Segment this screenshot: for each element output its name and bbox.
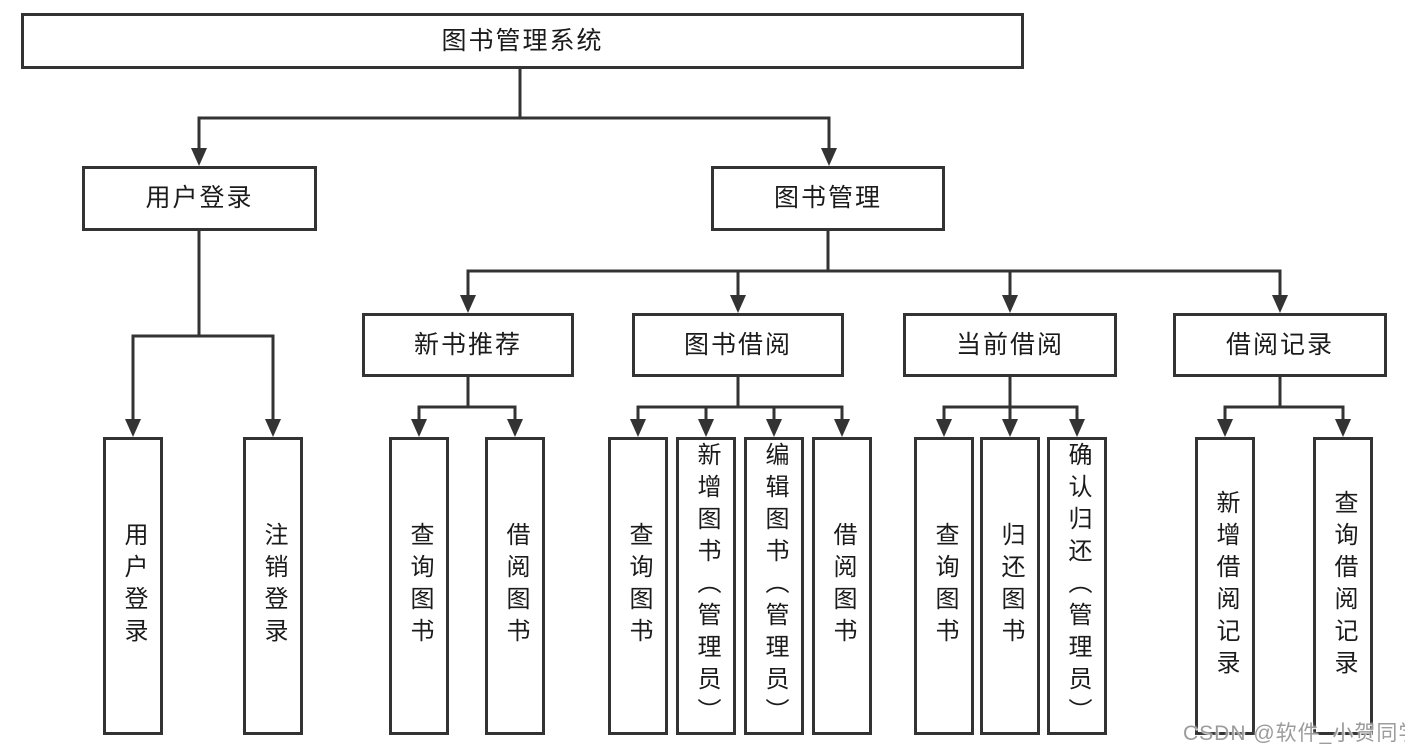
node-leaf-user-login: 用户登录 bbox=[103, 437, 163, 735]
node-leaf-edit-book-admin: 编辑图书（管理员） bbox=[744, 437, 804, 735]
node-leaf-confirm-return-admin: 确认归还（管理员） bbox=[1047, 437, 1107, 735]
node-leaf-logout: 注销登录 bbox=[243, 437, 303, 735]
node-leaf-query-borrow-record: 查询借阅记录 bbox=[1313, 437, 1373, 735]
node-leaf-add-book-admin: 新增图书（管理员） bbox=[676, 437, 736, 735]
node-leaf-add-borrow-record: 新增借阅记录 bbox=[1195, 437, 1255, 735]
node-leaf-query-book-2: 查询图书 bbox=[608, 437, 668, 735]
node-leaf-return-book: 归还图书 bbox=[980, 437, 1040, 735]
node-borrowing-records: 借阅记录 bbox=[1173, 313, 1387, 377]
node-leaf-borrow-book-1: 借阅图书 bbox=[485, 437, 545, 735]
csdn-watermark: CSDN @软件_小贺同学 bbox=[1183, 722, 1405, 745]
node-book-management-system: 图书管理系统 bbox=[21, 13, 1024, 69]
node-book-borrowing: 图书借阅 bbox=[632, 313, 844, 377]
node-leaf-query-book-1: 查询图书 bbox=[389, 437, 449, 735]
node-leaf-query-book-3: 查询图书 bbox=[914, 437, 974, 735]
node-user-login: 用户登录 bbox=[82, 166, 317, 231]
node-book-management: 图书管理 bbox=[711, 166, 945, 231]
node-new-book-recommendation: 新书推荐 bbox=[362, 313, 574, 377]
node-leaf-borrow-book-2: 借阅图书 bbox=[812, 437, 872, 735]
node-current-borrowing: 当前借阅 bbox=[903, 313, 1117, 377]
